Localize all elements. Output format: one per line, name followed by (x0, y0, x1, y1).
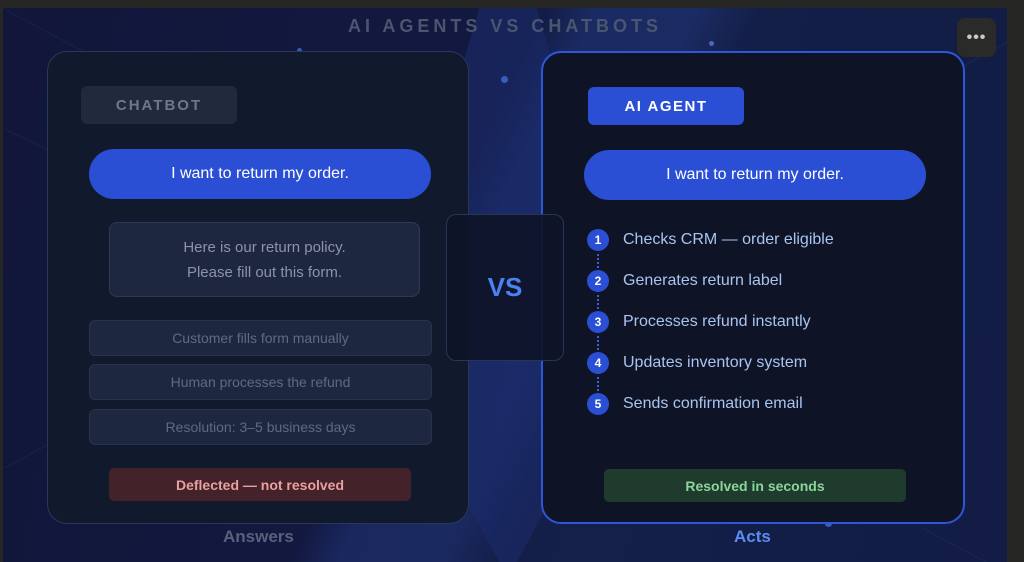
more-options-button[interactable]: ••• (957, 18, 996, 57)
step-number-badge: 1 (587, 229, 609, 251)
vs-label: VS (487, 272, 523, 302)
decor-dot (501, 76, 508, 83)
step-number-badge: 4 (587, 352, 609, 374)
agent-caption: Acts (734, 527, 771, 546)
step-text: Updates inventory system (623, 354, 808, 371)
chatbot-step: Human processes the refund (89, 364, 432, 400)
agent-step: 1 Checks CRM — order eligible (587, 228, 834, 252)
ai-agent-tag: AI AGENT (588, 87, 744, 125)
agent-step: 4 Updates inventory system (587, 351, 807, 375)
step-number-badge: 2 (587, 270, 609, 292)
step-connector (597, 249, 599, 268)
step-text: Checks CRM — order eligible (623, 231, 834, 248)
chatbot-step: Customer fills form manually (89, 320, 432, 356)
step-text: Sends confirmation email (623, 395, 803, 412)
chatbot-tag: CHATBOT (81, 86, 237, 124)
step-text: Processes refund instantly (623, 313, 811, 330)
chatbot-reply-bubble: Here is our return policy. Please fill o… (109, 222, 420, 297)
agent-step: 5 Sends confirmation email (587, 392, 803, 416)
step-connector (597, 290, 599, 309)
chatbot-caption: Answers (223, 527, 294, 546)
ai-agent-panel: AI AGENT I want to return my order. 1 Ch… (541, 51, 965, 524)
step-number-badge: 3 (587, 311, 609, 333)
decor-line (922, 528, 1007, 562)
step-text: Generates return label (623, 272, 783, 289)
step-number-badge: 5 (587, 393, 609, 415)
more-horizontal-icon: ••• (966, 28, 987, 46)
reply-line: Here is our return policy. (183, 238, 346, 256)
status-badge-deflected: Deflected — not resolved (109, 468, 411, 501)
step-connector (597, 372, 599, 391)
agent-step: 2 Generates return label (587, 269, 782, 293)
diagram-canvas: AI AGENTS VS CHATBOTS ••• CHATBOT I want… (3, 8, 1007, 562)
chatbot-panel: CHATBOT I want to return my order. Here … (47, 51, 469, 524)
decor-dot (709, 41, 714, 46)
page-title: AI AGENTS VS CHATBOTS (347, 16, 662, 36)
status-badge-resolved: Resolved in seconds (604, 469, 906, 502)
step-connector (597, 331, 599, 350)
agent-step: 3 Processes refund instantly (587, 310, 811, 334)
reply-line: Please fill out this form. (186, 263, 343, 281)
user-message-bubble: I want to return my order. (584, 150, 926, 200)
chatbot-step: Resolution: 3–5 business days (89, 409, 432, 445)
user-message-bubble: I want to return my order. (89, 149, 431, 199)
decor-dot (297, 48, 302, 53)
vs-badge: VS (446, 214, 564, 361)
